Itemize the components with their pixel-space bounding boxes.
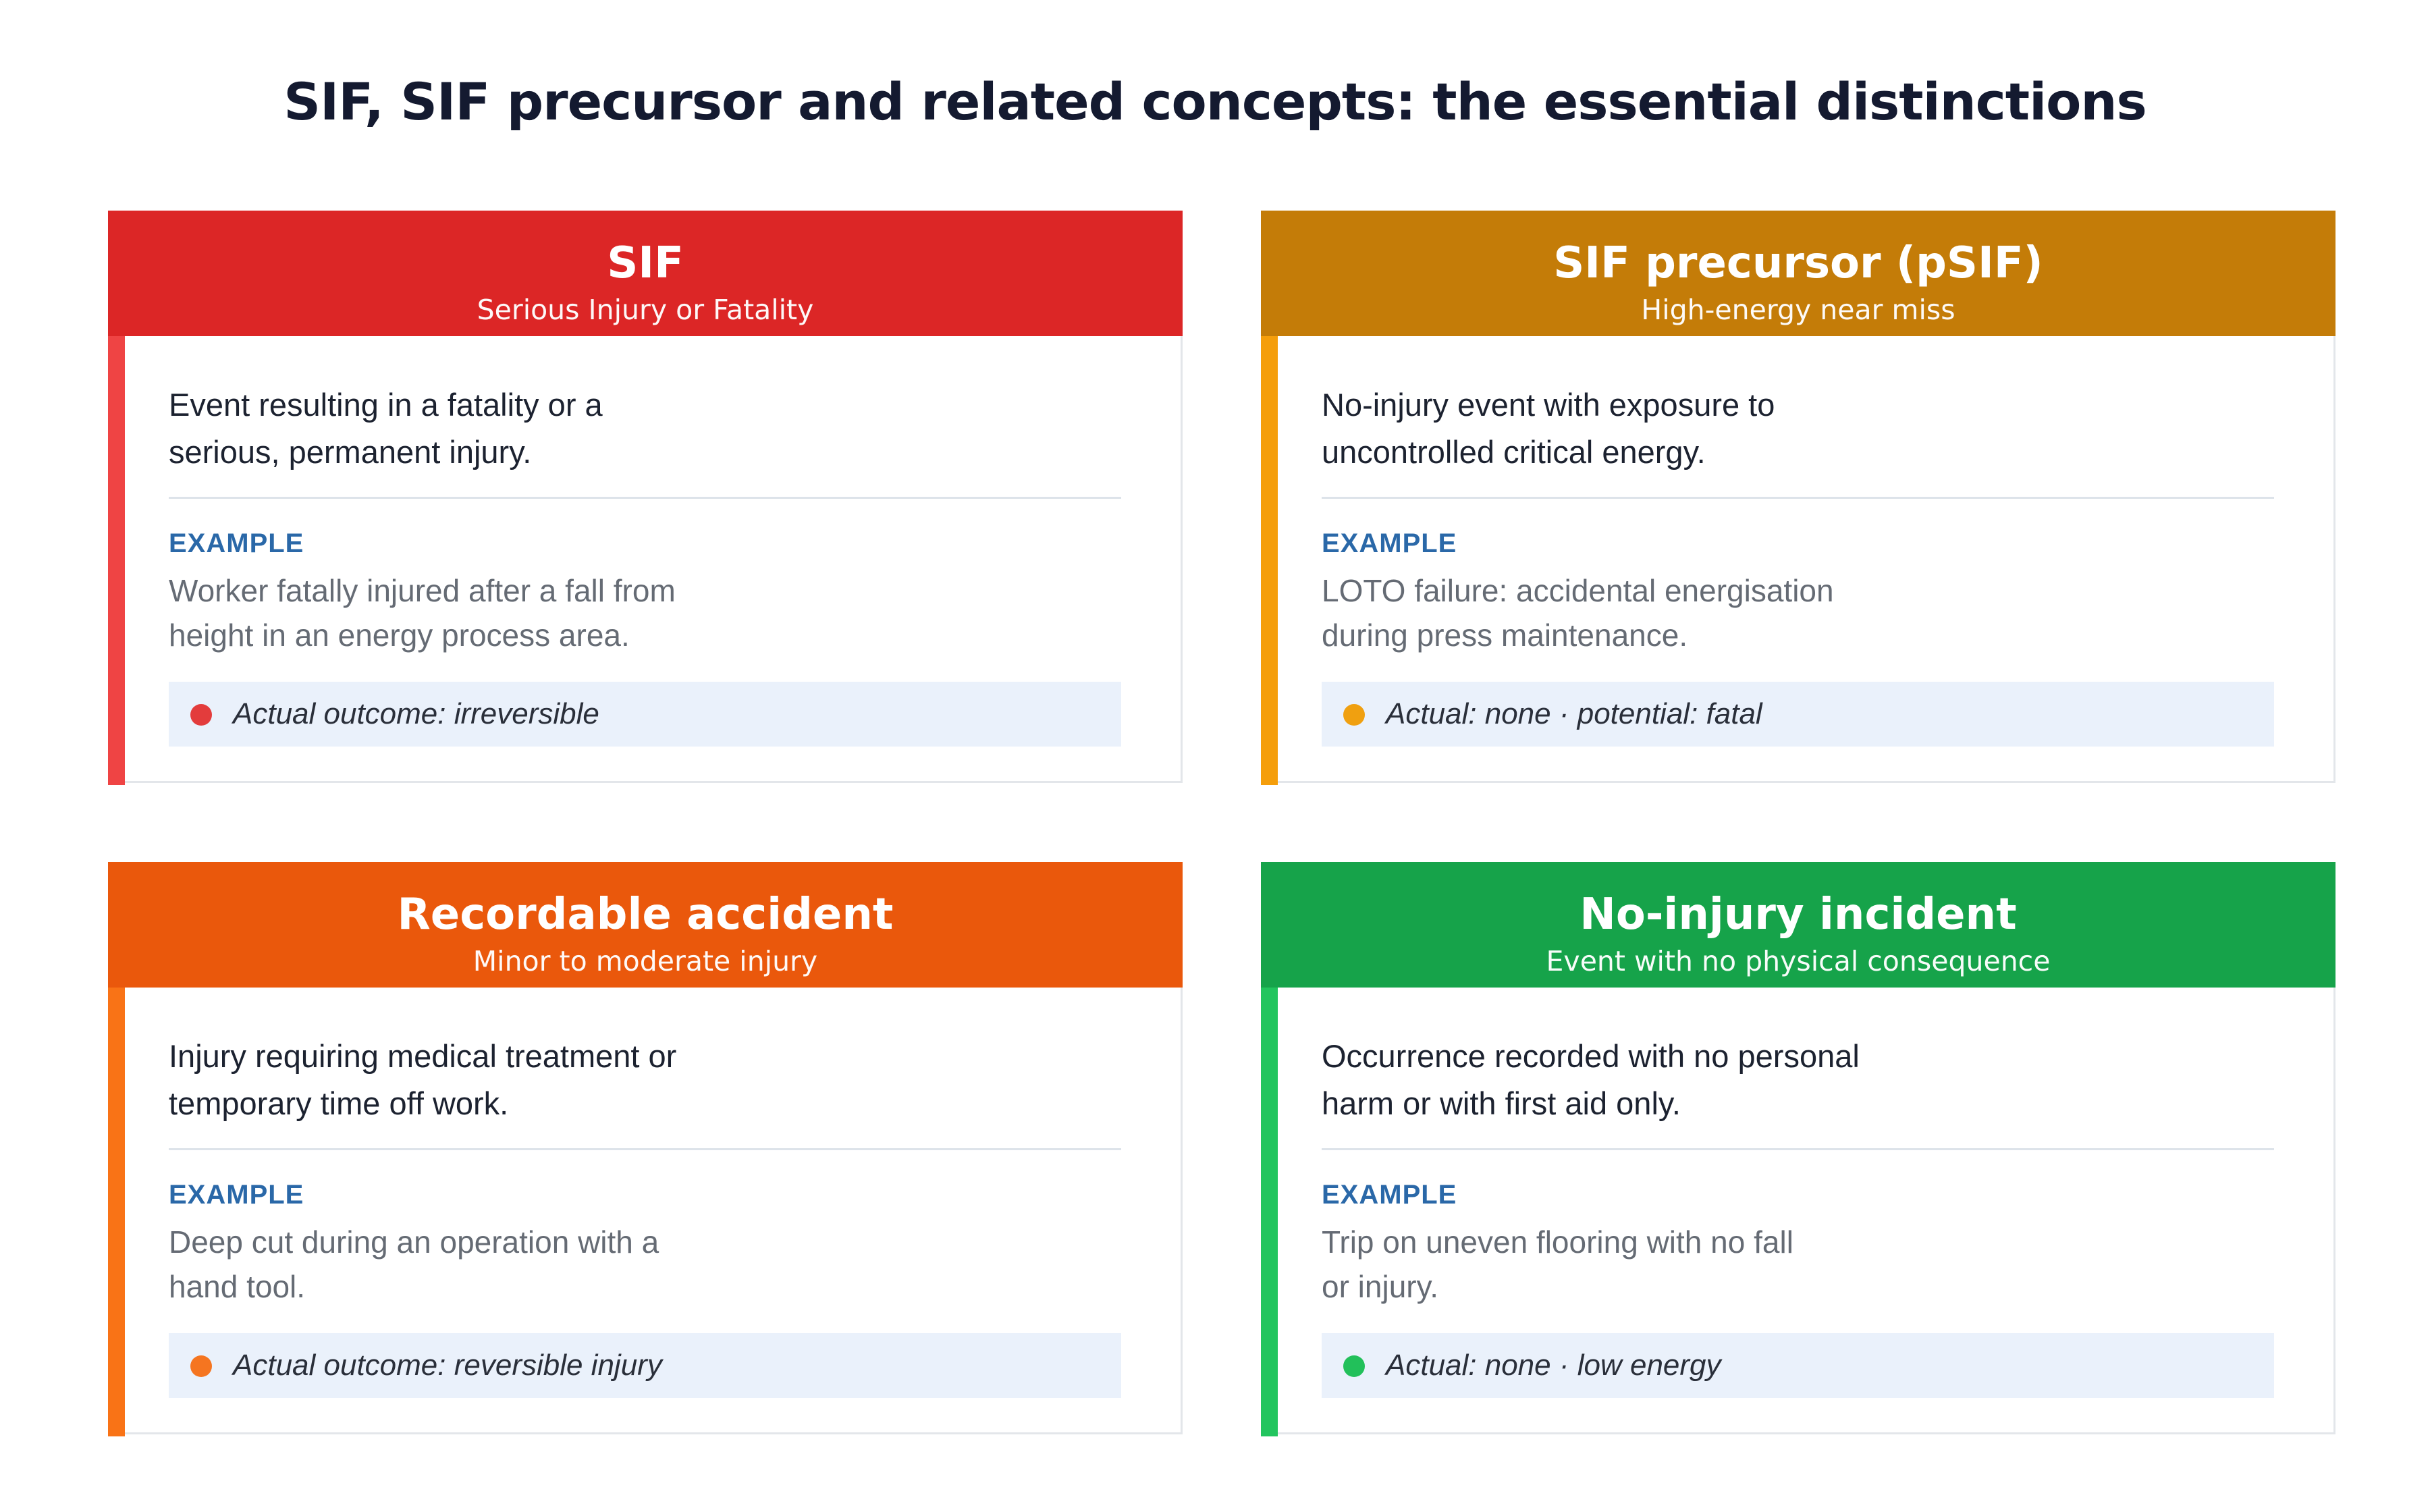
- description-line: serious, permanent injury.: [169, 434, 532, 470]
- card-sif: SIF Serious Injury or Fatality Event res…: [108, 211, 1183, 785]
- example-label: EXAMPLE: [1322, 529, 1457, 558]
- card-title: SIF precursor (pSIF): [1553, 238, 2043, 288]
- divider: [1322, 1148, 2274, 1150]
- card-subtitle: Serious Injury or Fatality: [477, 294, 814, 326]
- description-line: No-injury event with exposure to: [1322, 387, 1775, 423]
- example-line: LOTO failure: accidental energisation: [1322, 573, 1834, 608]
- page-title: SIF, SIF precursor and related concepts:…: [284, 72, 2146, 132]
- description-line: harm or with first aid only.: [1322, 1085, 1681, 1121]
- card-subtitle: Minor to moderate injury: [473, 945, 818, 977]
- example-text: Deep cut during an operation with a hand…: [169, 1220, 776, 1309]
- example-text: LOTO failure: accidental energisation du…: [1322, 568, 1929, 657]
- description-line: Occurrence recorded with no personal: [1322, 1038, 1860, 1074]
- description-line: temporary time off work.: [169, 1085, 509, 1121]
- card-description: Injury requiring medical treatment or te…: [169, 1033, 844, 1127]
- example-line: Deep cut during an operation with a: [169, 1224, 659, 1260]
- card-description: Event resulting in a fatality or a serio…: [169, 381, 844, 476]
- outcome-text: Actual outcome: reversible injury: [233, 1349, 662, 1382]
- status-dot-icon: [190, 704, 212, 726]
- accent-bar: [1261, 988, 1278, 1436]
- outcome-text: Actual: none · potential: fatal: [1386, 697, 1762, 730]
- example-line: height in an energy process area.: [169, 618, 630, 653]
- card-title: Recordable accident: [397, 890, 894, 940]
- card-recordable-accident: Recordable accident Minor to moderate in…: [108, 862, 1183, 1436]
- card-title: SIF: [607, 238, 684, 288]
- description-line: uncontrolled critical energy.: [1322, 434, 1706, 470]
- example-label: EXAMPLE: [169, 529, 304, 558]
- example-line: Worker fatally injured after a fall from: [169, 573, 676, 608]
- outcome-box: Actual outcome: reversible injury: [169, 1333, 1121, 1398]
- example-line: or injury.: [1322, 1269, 1438, 1304]
- card-subtitle: High-energy near miss: [1641, 294, 1955, 326]
- status-dot-icon: [1343, 704, 1365, 726]
- outcome-box: Actual: none · potential: fatal: [1322, 682, 2274, 747]
- description-line: Event resulting in a fatality or a: [169, 387, 603, 423]
- outcome-box: Actual: none · low energy: [1322, 1333, 2274, 1398]
- status-dot-icon: [190, 1355, 212, 1377]
- card-subtitle: Event with no physical consequence: [1546, 945, 2051, 977]
- example-label: EXAMPLE: [1322, 1180, 1457, 1210]
- example-line: Trip on uneven flooring with no fall: [1322, 1224, 1793, 1260]
- description-line: Injury requiring medical treatment or: [169, 1038, 677, 1074]
- divider: [169, 497, 1121, 499]
- card-header: No-injury incident Event with no physica…: [1261, 862, 2336, 988]
- accent-bar: [1261, 336, 1278, 785]
- card-title: No-injury incident: [1580, 890, 2017, 940]
- outcome-box: Actual outcome: irreversible: [169, 682, 1121, 747]
- divider: [1322, 497, 2274, 499]
- example-line: hand tool.: [169, 1269, 306, 1304]
- divider: [169, 1148, 1121, 1150]
- outcome-text: Actual outcome: irreversible: [233, 697, 599, 730]
- card-header: SIF precursor (pSIF) High-energy near mi…: [1261, 211, 2336, 336]
- status-dot-icon: [1343, 1355, 1365, 1377]
- example-text: Trip on uneven flooring with no fall or …: [1322, 1220, 1929, 1309]
- card-no-injury-incident: No-injury incident Event with no physica…: [1261, 862, 2336, 1436]
- example-text: Worker fatally injured after a fall from…: [169, 568, 776, 657]
- card-header: SIF Serious Injury or Fatality: [108, 211, 1183, 336]
- card-description: Occurrence recorded with no personal har…: [1322, 1033, 1997, 1127]
- accent-bar: [108, 988, 125, 1436]
- accent-bar: [108, 336, 125, 785]
- card-header: Recordable accident Minor to moderate in…: [108, 862, 1183, 988]
- outcome-text: Actual: none · low energy: [1386, 1349, 1721, 1382]
- card-description: No-injury event with exposure to uncontr…: [1322, 381, 1997, 476]
- card-sif-precursor: SIF precursor (pSIF) High-energy near mi…: [1261, 211, 2336, 785]
- example-label: EXAMPLE: [169, 1180, 304, 1210]
- example-line: during press maintenance.: [1322, 618, 1688, 653]
